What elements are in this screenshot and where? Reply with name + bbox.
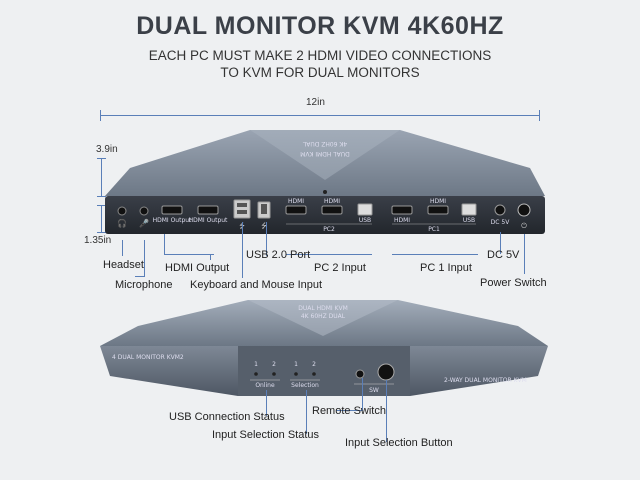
power-icon: ⏻ <box>521 222 527 230</box>
callout-power-switch: Power Switch <box>480 277 547 289</box>
front-left-side-text: 4 DUAL MONITOR KVM2 <box>112 354 184 361</box>
depth-label: 1.35in <box>84 235 112 246</box>
dc-5v-jack <box>494 204 506 216</box>
callout-usb-2-0-port: USB 2.0 Port <box>246 249 311 261</box>
microphone-icon: 🎤 <box>139 218 149 228</box>
online-led-2-label: 2 <box>272 361 276 368</box>
selection-led-2 <box>312 372 316 376</box>
headset-jack <box>117 206 127 216</box>
depth-line <box>101 205 102 232</box>
pc1-usb-text: USB <box>463 217 475 224</box>
sw-text: SW <box>369 387 379 394</box>
pc2-hdmi-port-2 <box>321 205 343 215</box>
kvm-rear-device: DUAL HDMI KVM 4K 60HZ DUAL 🎧 🎤 HDMI Outp… <box>105 130 545 234</box>
device-top-label: DUAL HDMI KVM <box>300 150 350 157</box>
online-led-2 <box>272 372 276 376</box>
hdmi-output-2-text: HDMI Output <box>189 217 228 224</box>
online-text: Online <box>255 382 275 389</box>
width-dimension <box>100 110 540 122</box>
callout-input-selection-status: Input Selection Status <box>212 429 320 441</box>
power-switch <box>517 203 531 217</box>
front-top-label: DUAL HDMI KVM <box>298 305 348 312</box>
usb-port-keyboard-mouse <box>233 199 251 219</box>
selection-led-1-label: 1 <box>294 361 298 368</box>
pc1-hdmi-2-text: HDMI <box>430 198 446 205</box>
microphone-jack <box>139 206 149 216</box>
selection-led-1 <box>294 372 298 376</box>
callout-usb-connection-status: USB Connection Status <box>169 411 285 423</box>
callout-microphone: Microphone <box>115 279 173 291</box>
page-subtitle: EACH PC MUST MAKE 2 HDMI VIDEO CONNECTIO… <box>0 47 640 81</box>
callout-remote-switch: Remote Switch <box>312 405 386 417</box>
selection-led-2-label: 2 <box>312 361 316 368</box>
pc1-hdmi-1-text: HDMI <box>394 217 410 224</box>
height-label: 3.9in <box>96 144 118 155</box>
hdmi-output-port-2 <box>197 205 219 215</box>
pc1-hdmi-port-1 <box>391 205 413 215</box>
pc2-group-text: PC2 <box>323 226 335 233</box>
selection-text: Selection <box>291 382 319 389</box>
front-right-side-text: 2-WAY DUAL MONITOR KVM <box>444 377 527 384</box>
hdmi-output-1-text: HDMI Output <box>153 217 192 224</box>
front-top-sublabel: 4K 60HZ DUAL <box>301 313 346 320</box>
pc1-hdmi-port-2 <box>427 205 449 215</box>
height-line <box>101 158 102 196</box>
device-top-sublabel: 4K 60HZ DUAL <box>302 140 347 147</box>
front-left-bevel <box>100 346 238 396</box>
front-right-bevel <box>410 346 548 396</box>
input-selection-button <box>377 363 395 381</box>
usb-icon-2: ⭍ <box>261 222 267 230</box>
online-led-1-label: 1 <box>254 361 258 368</box>
dc-5v-text: DC 5V <box>491 219 511 226</box>
pc2-hdmi-1-text: HDMI <box>288 198 304 205</box>
callout-dc-5v: DC 5V <box>487 249 520 261</box>
pc2-hdmi-port-1 <box>285 205 307 215</box>
hdmi-output-port-1 <box>161 205 183 215</box>
headset-icon: 🎧 <box>117 218 127 228</box>
callout-hdmi-output: HDMI Output <box>165 262 230 274</box>
remote-switch-jack <box>355 369 365 379</box>
pc1-group-text: PC1 <box>428 226 440 233</box>
subtitle-line-2: TO KVM FOR DUAL MONITORS <box>220 65 420 80</box>
callout-input-selection-button: Input Selection Button <box>345 437 453 449</box>
online-led-1 <box>254 372 258 376</box>
kvm-front-device: DUAL HDMI KVM 4K 60HZ DUAL 4 DUAL MONITO… <box>100 300 548 396</box>
callout-pc2-input: PC 2 Input <box>314 262 366 274</box>
pc2-usb-b-port <box>357 203 373 216</box>
callout-pc1-input: PC 1 Input <box>420 262 472 274</box>
callout-headset: Headset <box>103 259 144 271</box>
pc2-usb-text: USB <box>359 217 371 224</box>
callout-keyboard-mouse: Keyboard and Mouse Input <box>190 279 323 291</box>
width-label: 12in <box>306 97 325 108</box>
pc1-usb-b-port <box>461 203 477 216</box>
subtitle-line-1: EACH PC MUST MAKE 2 HDMI VIDEO CONNECTIO… <box>148 48 492 63</box>
page-title: DUAL MONITOR KVM 4K60HZ <box>136 12 504 40</box>
pc2-hdmi-2-text: HDMI <box>324 198 340 205</box>
